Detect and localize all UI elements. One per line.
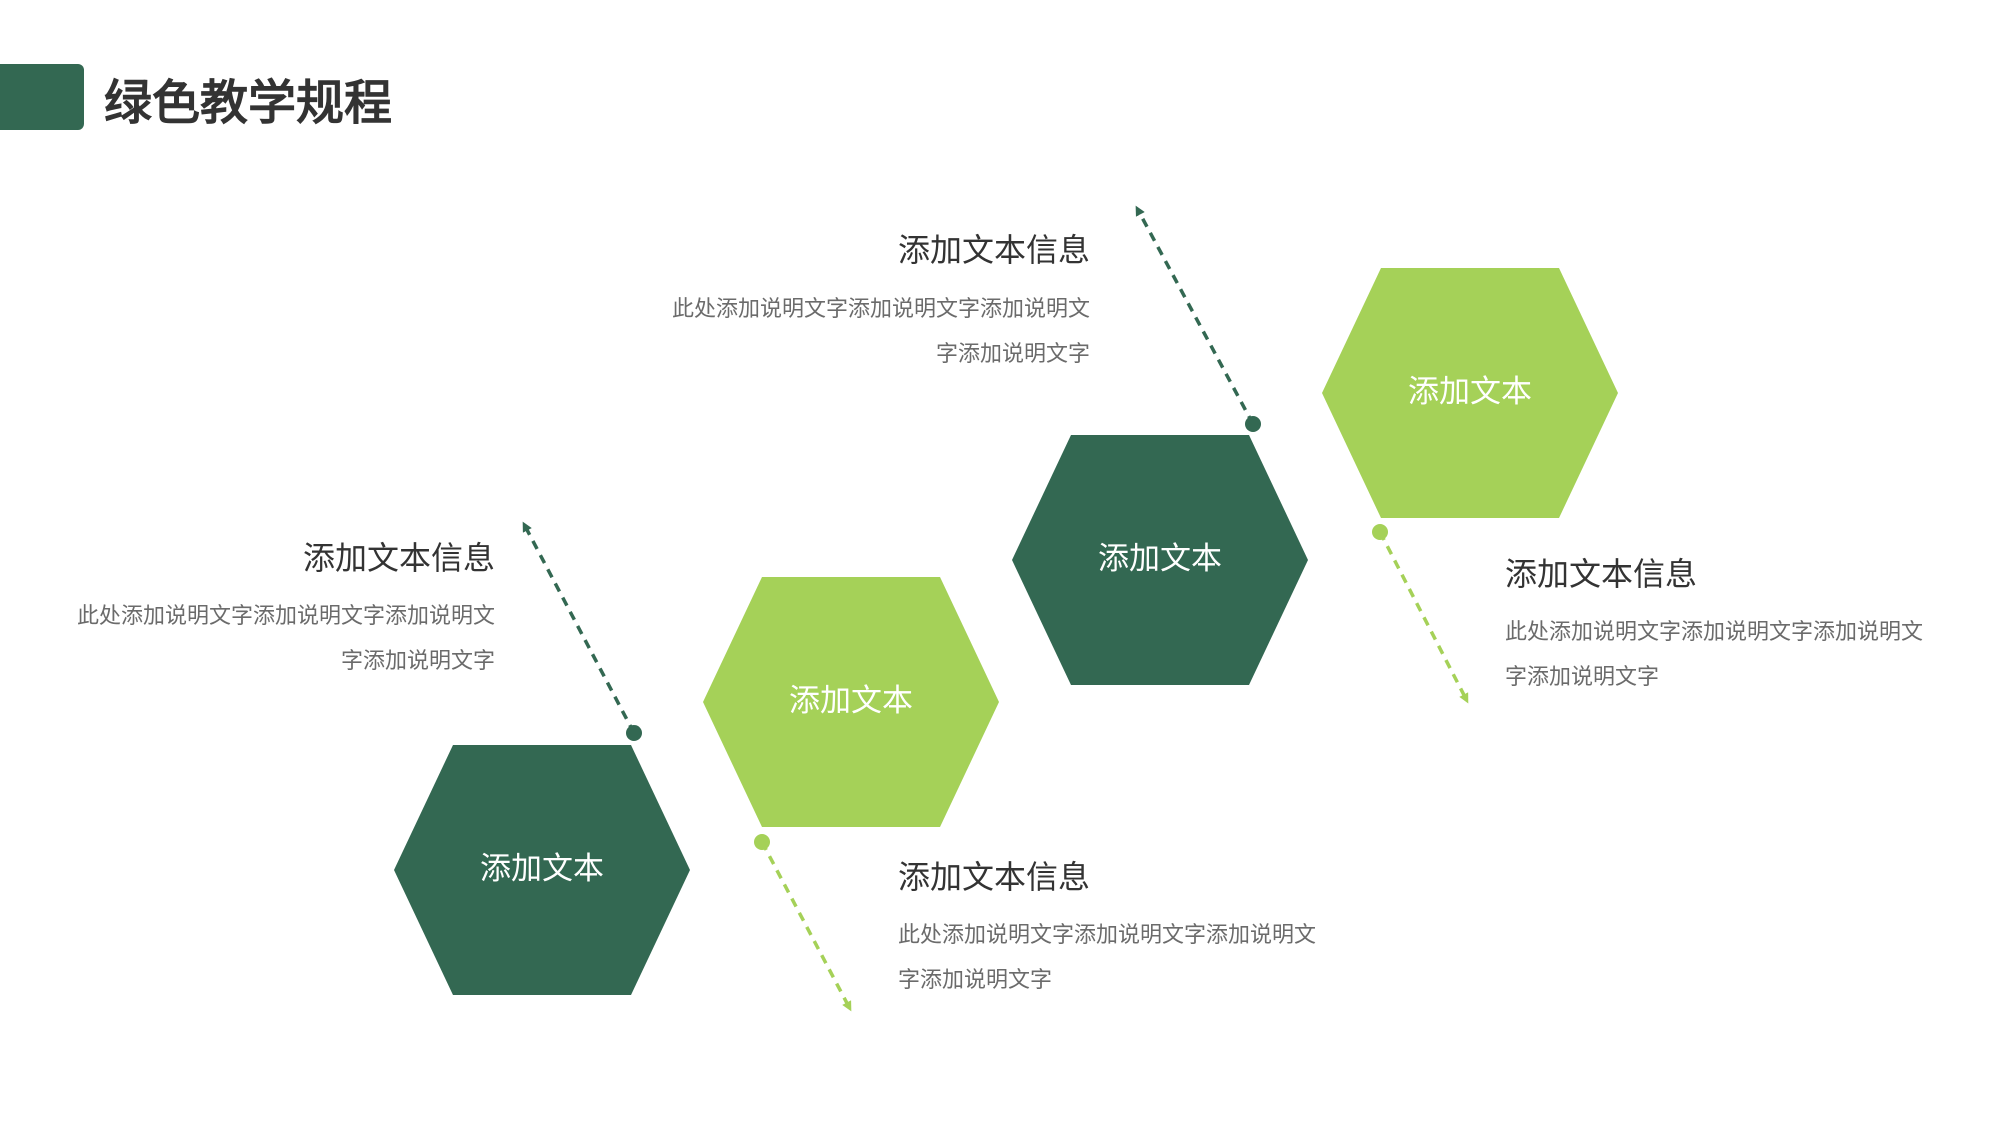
step-1-hex-label: 添加文本 [480,851,604,887]
step-3-hexagon [1012,435,1308,685]
step-2-info-desc: 此处添加说明文字添加说明文字添加说明文字添加说明文字 [898,923,1317,993]
page-title: 绿色教学规程 [104,75,393,131]
step-2-hexagon [703,577,999,827]
step-3-info-title: 添加文本信息 [897,231,1090,269]
step-1-info-title: 添加文本信息 [302,539,495,577]
step-2-arrow [754,834,852,1012]
step-2-info-title: 添加文本信息 [898,858,1091,896]
step-1-info-desc: 此处添加说明文字添加说明文字添加说明文字添加说明文字 [76,604,495,674]
step-1-hexagon [394,745,690,995]
step-4-arrow [1372,524,1469,704]
step-4-hexagon [1322,268,1618,518]
step-2-hex-label: 添加文本 [789,683,913,719]
step-4-info-title: 添加文本信息 [1505,555,1698,593]
step-4-hex-label: 添加文本 [1408,374,1532,410]
step-3-arrow [1135,205,1261,432]
step-3-hex-label: 添加文本 [1098,541,1222,577]
step-3-info-desc: 此处添加说明文字添加说明文字添加说明文字添加说明文字 [671,297,1090,367]
step-1-arrow [522,521,642,741]
title-accent-bar [0,64,84,130]
step-4-info-desc: 此处添加说明文字添加说明文字添加说明文字添加说明文字 [1505,620,1924,690]
